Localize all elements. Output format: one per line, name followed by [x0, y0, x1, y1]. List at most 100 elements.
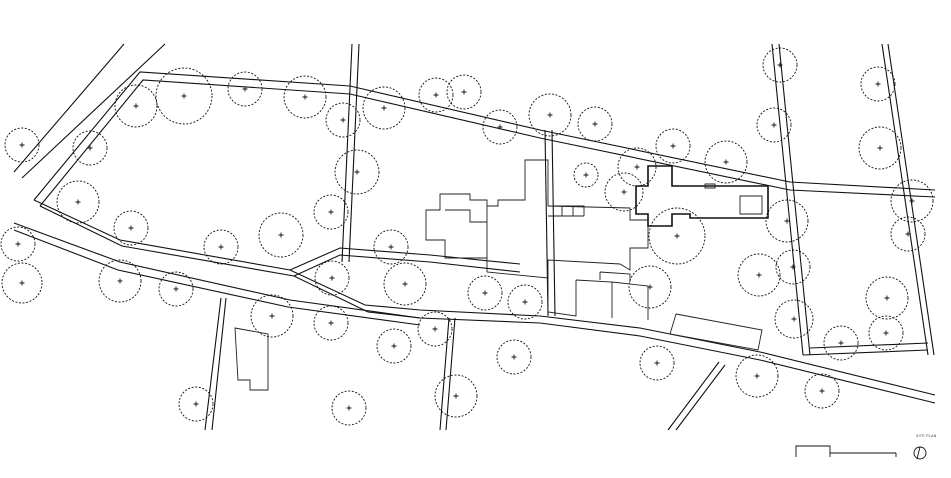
tree-trunk-mark	[329, 275, 335, 281]
tree-trunk-mark	[402, 281, 408, 287]
tree-canopy	[0, 226, 36, 262]
tree	[573, 162, 599, 188]
tree	[704, 140, 748, 184]
tree-canopy	[756, 107, 792, 143]
tree	[804, 373, 840, 409]
road-loop-lower	[33, 199, 936, 404]
tree-trunk-mark	[547, 112, 553, 118]
tree-canopy	[604, 172, 644, 212]
building-west-annex	[234, 327, 269, 391]
tree-canopy	[417, 311, 453, 347]
tree-trunk-mark	[634, 164, 640, 170]
building-main	[425, 159, 649, 279]
tree	[203, 229, 239, 265]
tree-trunk-mark	[432, 326, 438, 332]
tree	[507, 284, 543, 320]
tree-trunk-mark	[674, 233, 680, 239]
tree-trunk-mark	[791, 316, 797, 322]
tree-canopy	[313, 194, 349, 230]
tree-canopy	[1, 262, 43, 304]
tree-trunk-mark	[583, 172, 589, 178]
tree-canopy	[258, 212, 304, 258]
tree	[628, 265, 672, 309]
tree-canopy	[573, 162, 599, 188]
tree	[227, 71, 263, 107]
tree	[334, 149, 380, 195]
tree-trunk-mark	[19, 280, 25, 286]
tree	[56, 180, 100, 224]
tree-trunk-mark	[381, 105, 387, 111]
tree-canopy	[446, 74, 482, 110]
tree-trunk-mark	[522, 299, 528, 305]
tree	[158, 271, 194, 307]
tree-trunk-mark	[771, 122, 777, 128]
tree-canopy	[865, 276, 909, 320]
tree	[890, 216, 926, 252]
tree-canopy	[890, 179, 934, 223]
tree	[72, 130, 108, 166]
tree-trunk-mark	[340, 117, 346, 123]
tree	[114, 84, 158, 128]
tree-canopy	[704, 140, 748, 184]
tree	[417, 311, 453, 347]
tree	[577, 106, 613, 142]
tree	[0, 226, 36, 262]
tree-canopy	[155, 67, 213, 125]
tree	[314, 260, 350, 296]
tree-canopy	[227, 71, 263, 107]
tree-canopy	[639, 345, 675, 381]
tree-trunk-mark	[218, 244, 224, 250]
tree-trunk-mark	[723, 159, 729, 165]
tree-canopy	[334, 149, 380, 195]
road-west-south	[204, 297, 227, 431]
tree-canopy	[868, 315, 904, 351]
tree-trunk-mark	[670, 143, 676, 149]
tree-canopy	[72, 130, 108, 166]
tree-canopy	[762, 47, 798, 83]
tree-canopy	[4, 127, 40, 163]
tree-canopy	[467, 275, 503, 311]
road-diagonal-nw	[13, 43, 166, 179]
tree-canopy	[775, 249, 811, 285]
tree	[482, 109, 518, 145]
tree-canopy	[528, 93, 572, 137]
tree-trunk-mark	[302, 94, 308, 100]
tree	[617, 147, 657, 187]
tree-trunk-mark	[875, 81, 881, 87]
tree	[113, 210, 149, 246]
road-southeast-diagonal	[667, 361, 726, 431]
tree-trunk-mark	[193, 401, 199, 407]
tree-trunk-mark	[905, 231, 911, 237]
tree-canopy	[858, 126, 902, 170]
tree-trunk-mark	[647, 284, 653, 290]
tree-trunk-mark	[756, 272, 762, 278]
tree	[313, 305, 349, 341]
tree	[756, 107, 792, 143]
tree-trunk-mark	[346, 405, 352, 411]
road-west-spur	[13, 222, 421, 326]
tree-trunk-mark	[87, 145, 93, 151]
tree	[250, 294, 294, 338]
tree-trunk-mark	[838, 340, 844, 346]
tree	[648, 207, 706, 265]
tree-canopy	[617, 147, 657, 187]
tree	[383, 262, 427, 306]
building-east-wing-inner	[704, 183, 763, 215]
tree	[858, 126, 902, 170]
building-main-inner	[445, 205, 585, 258]
tree	[258, 212, 304, 258]
tree-trunk-mark	[621, 189, 627, 195]
tree-trunk-mark	[391, 343, 397, 349]
plan-label: SITE PLAN	[916, 434, 937, 438]
tree-canopy	[178, 386, 214, 422]
tree-canopy	[114, 84, 158, 128]
tree-canopy	[434, 374, 478, 418]
tree-canopy	[373, 229, 409, 265]
tree-trunk-mark	[117, 278, 123, 284]
tree	[865, 276, 909, 320]
tree-canopy	[314, 260, 350, 296]
tree-canopy	[648, 207, 706, 265]
trees-layer	[0, 47, 934, 426]
tree-canopy	[890, 216, 926, 252]
